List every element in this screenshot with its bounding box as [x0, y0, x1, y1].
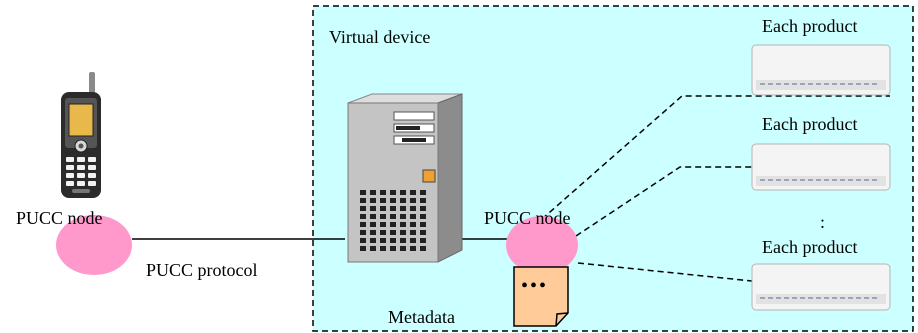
- product-label-1: Each product: [762, 16, 858, 36]
- server-pucc-node: [506, 216, 578, 274]
- product-air-conditioner-2: [751, 143, 891, 191]
- link-product-1: [541, 95, 890, 220]
- link-product-2: [575, 166, 752, 237]
- server-tower-icon: [347, 93, 463, 263]
- link-product-3: [577, 262, 753, 282]
- phone-pucc-node: [56, 215, 132, 275]
- product-label-2: Each product: [762, 114, 858, 134]
- product-label-3: Each product: [762, 237, 858, 257]
- metadata-document-icon: [513, 266, 569, 327]
- server-pucc-node-label: PUCC node: [484, 208, 571, 228]
- metadata-label: Metadata: [388, 307, 455, 327]
- pucc-protocol-label: PUCC protocol: [146, 260, 258, 280]
- product-air-conditioner-1: [751, 44, 891, 96]
- product-ellipsis: :: [820, 212, 826, 232]
- product-air-conditioner-3: [751, 263, 891, 311]
- metadata-glyph: •••: [521, 275, 549, 297]
- mobile-phone-icon: [61, 72, 101, 198]
- phone-pucc-node-label: PUCC node: [16, 208, 103, 228]
- virtual-device-label: Virtual device: [329, 27, 431, 47]
